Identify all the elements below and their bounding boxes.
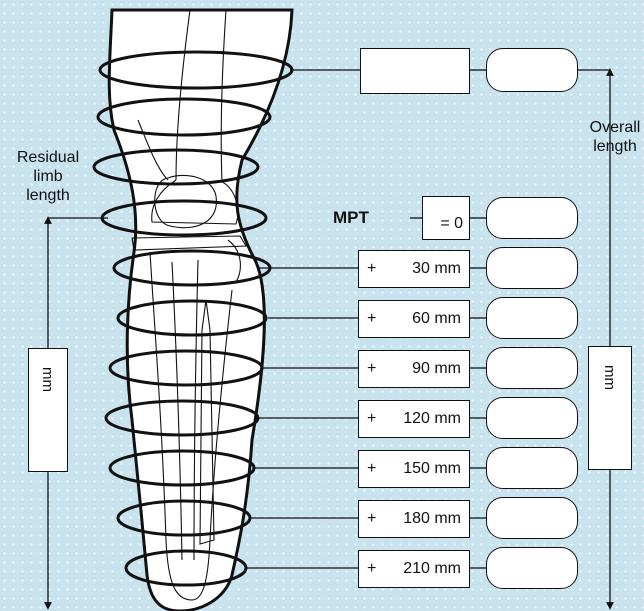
measurement-sign: + [367,310,376,328]
measurement-sign: + [367,560,376,578]
overall-length-line-2: length [583,137,644,156]
measurement-sign: + [367,260,376,278]
top-result-box[interactable] [486,48,578,92]
measurement-value: 120 mm [403,410,461,428]
measurement-value: 180 mm [403,510,461,528]
mpt-result-box[interactable] [486,197,578,239]
residual-limb-length-label: Residual limb length [4,148,92,205]
measurement-sign: + [367,460,376,478]
measurement-value: 60 mm [412,310,461,328]
measurement-input-60[interactable] [486,297,578,339]
mpt-zero-text: = 0 [440,215,463,233]
residual-line-1: Residual [4,148,92,167]
measurement-input-150[interactable] [486,447,578,489]
measurement-label-30: + 30 mm [358,250,470,288]
measurement-label-150: + 150 mm [358,450,470,488]
measurement-value: 210 mm [403,560,461,578]
residual-unit-label: mm [39,367,56,392]
top-circumference-box[interactable] [360,48,470,94]
measurement-label-180: + 180 mm [358,500,470,538]
overall-length-line-1: Overall [583,118,644,137]
residual-line-2: limb [4,167,92,186]
measurement-value: 30 mm [412,260,461,278]
measurement-input-180[interactable] [486,497,578,539]
measurement-input-30[interactable] [486,247,578,289]
overall-unit-label: mm [601,365,618,390]
measurement-label-60: + 60 mm [358,300,470,338]
mpt-label: MPT [333,208,369,227]
measurement-label-90: + 90 mm [358,350,470,388]
measurement-value: 90 mm [412,360,461,378]
measurement-input-210[interactable] [486,547,578,589]
overall-length-input[interactable]: mm [588,346,632,470]
residual-length-input[interactable]: mm [28,348,68,472]
mpt-zero-box: = 0 [422,196,470,240]
measurement-label-120: + 120 mm [358,400,470,438]
overall-length-label: Overall length [583,118,644,156]
measurement-value: 150 mm [403,460,461,478]
measurement-sign: + [367,510,376,528]
measurement-sign: + [367,410,376,428]
measurement-input-120[interactable] [486,397,578,439]
measurement-input-90[interactable] [486,347,578,389]
measurement-label-210: + 210 mm [358,550,470,588]
residual-line-3: length [4,186,92,205]
measurement-sign: + [367,360,376,378]
